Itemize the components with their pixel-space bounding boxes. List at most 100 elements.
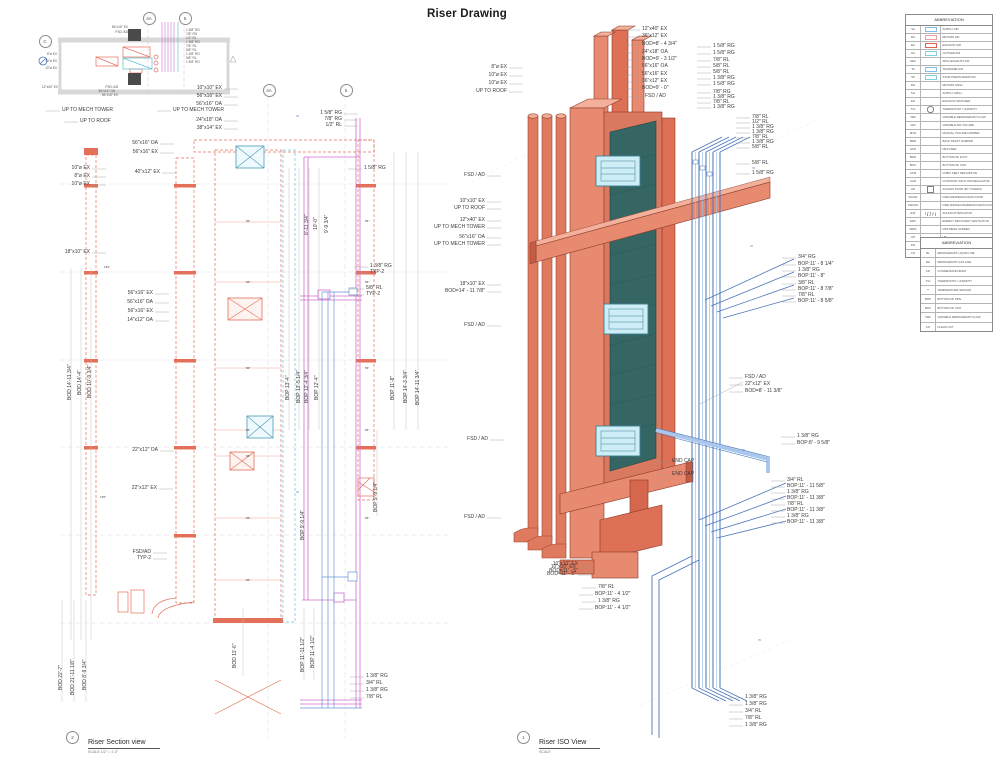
- dim-label: 24"x18" OA: [642, 49, 668, 55]
- abbrev-code: BOU: [921, 304, 936, 313]
- abbrev-description: DIFFUSER: [942, 147, 957, 151]
- abbrev-code: CAR: [906, 178, 921, 185]
- dim-label: 8'-11 3/4": [304, 214, 310, 235]
- dim-label: 8"ø EX: [74, 173, 90, 179]
- dim-label: 1/2" RL: [186, 36, 197, 40]
- dim-label: 22"x12" EX: [745, 381, 771, 387]
- dim-label: 56": [246, 428, 251, 432]
- abbrev-description: SUPPLY GRILL: [942, 91, 963, 95]
- dim-label: 18"x10" EX: [459, 281, 485, 287]
- dim-label: 1 3/8" RG: [745, 701, 767, 707]
- abbrev-description: CONDENSATE DRAIN: [937, 269, 967, 274]
- dim-label: 5/8" RL: [752, 160, 769, 166]
- iso-caption-scale: SCALE: [539, 750, 551, 754]
- abbrev-description: SOUND ATTENUATOR: [942, 211, 972, 215]
- section-caption-number: 2: [66, 731, 79, 744]
- dim-label: 56"x16" OA: [642, 63, 668, 69]
- north-arrow-icon: [38, 56, 48, 66]
- dim-label: BOD=8' - 11 3/8": [745, 388, 783, 394]
- abbrev-code: T/H: [921, 276, 936, 285]
- dim-label: 56"x16" OA: [459, 234, 485, 240]
- dim-label: FSD / AD: [467, 436, 488, 442]
- abbrev-description: ENERGY RECOVERY VENTILATOR: [942, 219, 989, 223]
- dim-label: 36"x12" EX: [642, 78, 668, 84]
- dim-label: FSD / AD: [464, 172, 485, 178]
- svg-text:≈: ≈: [758, 638, 762, 644]
- svg-text:≈: ≈: [752, 166, 756, 172]
- dim-label: 56"x16" EX: [127, 308, 153, 314]
- dim-label: 1 3/8" RG: [713, 94, 735, 100]
- section-caption-title: Riser Section view: [88, 739, 160, 749]
- abbrev-description: REFRIGERANT GAS LINE: [937, 260, 972, 265]
- dim-label: BOP:11' - 4 1/2": [595, 591, 631, 597]
- dim-label: 56"x16" EX: [196, 93, 222, 99]
- abbrev-code: BOU: [906, 162, 921, 169]
- dim-label: 38"x14" EX: [196, 125, 222, 131]
- dim-label: BOP:11' - 11 3/8": [787, 507, 825, 513]
- abbrev-description: ACCESS DOOR (BY OTHERS): [942, 187, 982, 191]
- dim-label: 7/8" RL: [366, 694, 383, 700]
- dim-label: 10"x10" EX: [196, 85, 222, 91]
- dim-label: FSD / AD: [645, 93, 666, 99]
- abbrev-description: CUBIC FEET PER MINUTE: [942, 171, 978, 175]
- abbrev-code: VRF: [906, 114, 921, 121]
- abbrev-symbol: [921, 114, 941, 121]
- dim-label: 9'-9 3/4": [324, 214, 330, 233]
- abbrev-symbol: [921, 122, 941, 129]
- dim-label: BOD 22'-7": [58, 665, 64, 690]
- dim-label: BOP:11' - 11 5/8": [787, 483, 825, 489]
- dim-label: UP TO ROOF: [476, 88, 507, 94]
- iso-caption: Riser ISO View SCALE: [539, 731, 601, 754]
- dim-label: 7/8" RL: [798, 292, 815, 298]
- dim-label: 56"x16" EX: [111, 25, 128, 29]
- dim-label: 7/8" RL: [186, 44, 197, 48]
- abbrev-code: MMS: [906, 226, 921, 233]
- dim-label: 1 3/8" RG: [598, 598, 620, 604]
- abbrev-symbol: [921, 218, 941, 225]
- dim-label: 135": [104, 265, 111, 269]
- abbrev-symbol: [921, 50, 941, 57]
- iso-caption-number: 1: [517, 731, 530, 744]
- abbrev-code: BDD: [906, 138, 921, 145]
- dim-label: FSD /AD: [105, 85, 118, 89]
- abbrev-description: VARIABLE REFRIGERANT FLOW: [942, 115, 986, 119]
- dim-label: UP TO MECH TOWER: [173, 107, 224, 113]
- dim-label: UP TO MECH TOWER: [434, 224, 485, 230]
- grid-bubble: C: [38, 34, 52, 48]
- dim-label: 1 5/8" RG: [364, 165, 386, 171]
- abbrev-code: RG: [921, 258, 936, 267]
- abbrev-description: MINI MESH SCREEN: [942, 227, 970, 231]
- dim-label: BOP 12'-4": [314, 375, 320, 400]
- blue-swatch-icon: [924, 26, 937, 33]
- abbrev-code: RL: [921, 249, 936, 258]
- dim-label: 1 3/8" RG: [752, 139, 774, 145]
- dim-label: BOD 14'-4": [77, 370, 83, 395]
- abbrev-code: ED: [906, 98, 921, 105]
- abbrev-code: SEA: [906, 58, 921, 65]
- dim-label: BOP 11'-11 1/2": [300, 637, 306, 672]
- abbrev-description: CONSTANT AIR FLOW REGULATOR: [942, 179, 990, 183]
- dim-label: UP TO ROOF: [80, 118, 111, 124]
- dim-label: 7/8" RL: [752, 114, 769, 120]
- dim-label: 8"ø EX: [491, 64, 507, 70]
- dim-label: BOD 11'-6": [232, 643, 238, 668]
- abbrev-symbol: [921, 66, 941, 73]
- grid-bubble: 4A: [142, 11, 156, 25]
- dim-label: 56"x16" EX: [132, 149, 158, 155]
- red-swatch-icon: [924, 42, 937, 49]
- dim-label: BOP 14'-11 3/4": [415, 369, 421, 405]
- abbrev-symbol: [921, 42, 941, 49]
- dim-label: BOD=9' - 3 1/2": [642, 56, 677, 62]
- dim-label: 56": [246, 280, 251, 284]
- dim-label: 12"x40" EX: [642, 26, 668, 32]
- iso-caption-title: Riser ISO View: [539, 739, 601, 749]
- dim-label: BOD 21'-11 1/8": [70, 659, 76, 695]
